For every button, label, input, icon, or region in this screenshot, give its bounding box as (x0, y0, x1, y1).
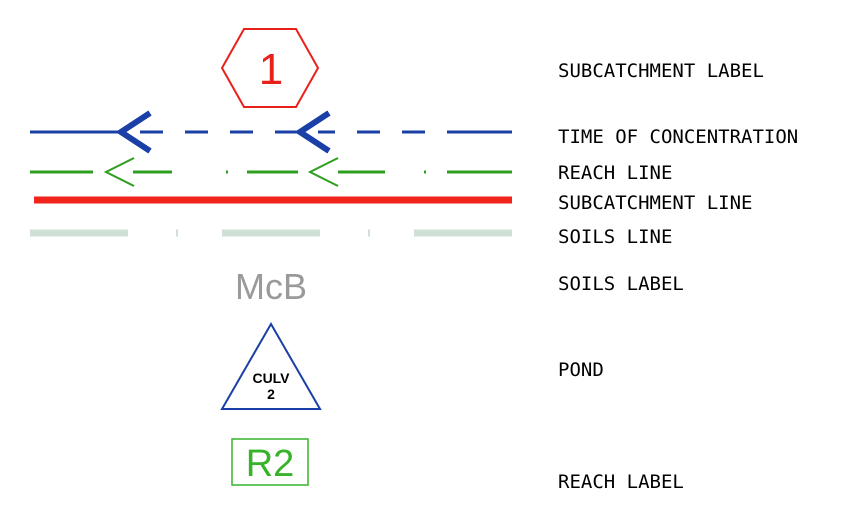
time-of-concentration-symbol (30, 110, 512, 154)
subcatchment-label-symbol: 1 (220, 28, 320, 108)
label-reach-label: REACH LABEL (558, 471, 684, 493)
label-pond: POND (558, 359, 604, 381)
label-soils-label: SOILS LABEL (558, 273, 684, 295)
square-icon (231, 438, 309, 486)
subcatchment-number: 1 (259, 45, 283, 94)
arrow-left-icon (294, 110, 331, 154)
hexagon-icon (220, 28, 320, 108)
triangle-icon (220, 321, 322, 410)
label-subcatchment-label: SUBCATCHMENT LABEL (558, 60, 764, 82)
arrow-left-icon (103, 157, 135, 187)
label-reach-line: REACH LINE (558, 162, 672, 184)
pond-label-line1: CULV (252, 370, 290, 386)
reach-label-text: R2 (246, 443, 295, 485)
arrow-left-icon (307, 157, 339, 187)
reach-line-symbol (30, 157, 512, 187)
label-subcatchment-line: SUBCATCHMENT LINE (558, 192, 752, 214)
reach-label-symbol: R2 (231, 438, 309, 486)
arrow-left-icon (115, 110, 152, 154)
pond-symbol: CULV 2 (220, 321, 322, 410)
pond-label-line2: 2 (267, 386, 275, 402)
soils-label-symbol: McB (235, 266, 307, 307)
label-soils-line: SOILS LINE (558, 226, 672, 248)
label-time-of-concentration: TIME OF CONCENTRATION (558, 126, 798, 148)
